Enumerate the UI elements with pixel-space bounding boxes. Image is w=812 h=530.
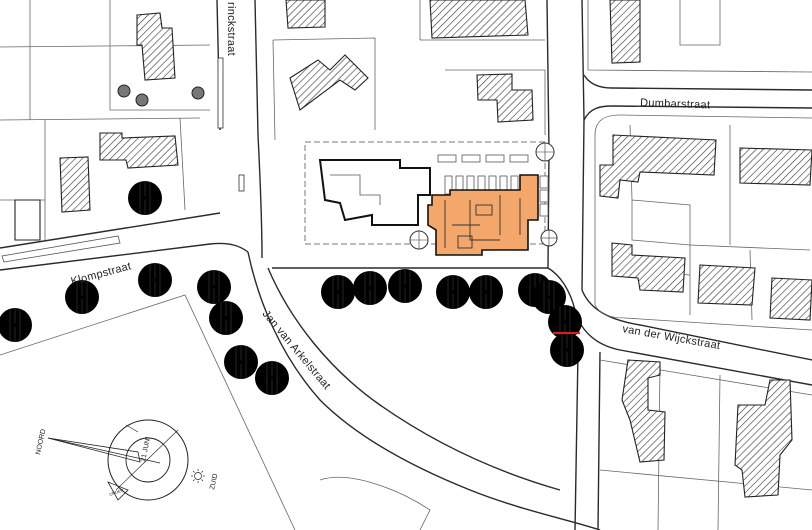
street-label-rinckstraat: rinckstraat <box>225 2 237 56</box>
tree <box>320 274 356 310</box>
street-label-van-der-wijckstraat: van der Wijckstraat <box>621 323 721 352</box>
site-tree <box>540 229 558 247</box>
tree <box>137 262 173 298</box>
compass-small-label: ONDER <box>109 487 124 497</box>
compass-south-label: ZUID <box>209 473 219 490</box>
tree <box>223 344 259 380</box>
north-arrow-icon <box>47 437 141 463</box>
buildings <box>14 0 812 498</box>
tree <box>549 332 585 368</box>
street-label-dumbarstraat: Dumbarstraat <box>640 97 711 111</box>
compass-rose: NOORD 21 JUNI ZUID ONDER <box>35 419 219 501</box>
compass-date-label: 21 JUNI <box>140 436 152 462</box>
tree <box>352 270 388 306</box>
small-tree <box>191 86 205 100</box>
site-tree <box>535 142 555 162</box>
tree <box>468 274 504 310</box>
street-trees <box>0 84 585 396</box>
small-tree <box>117 84 131 98</box>
tree <box>254 360 290 396</box>
project-site <box>304 141 558 256</box>
parking-bays <box>437 154 549 217</box>
tree <box>196 269 232 305</box>
tree <box>208 300 244 336</box>
tree <box>387 268 423 304</box>
tree <box>127 180 163 216</box>
compass-north-label: NOORD <box>35 428 47 455</box>
sun-icon <box>191 469 205 483</box>
tree <box>435 274 471 310</box>
tree <box>0 307 33 343</box>
small-tree <box>135 93 149 107</box>
street-label-klompstraat: Klompstraat <box>70 260 133 288</box>
street-furniture <box>217 57 245 192</box>
site-tree <box>409 230 429 250</box>
